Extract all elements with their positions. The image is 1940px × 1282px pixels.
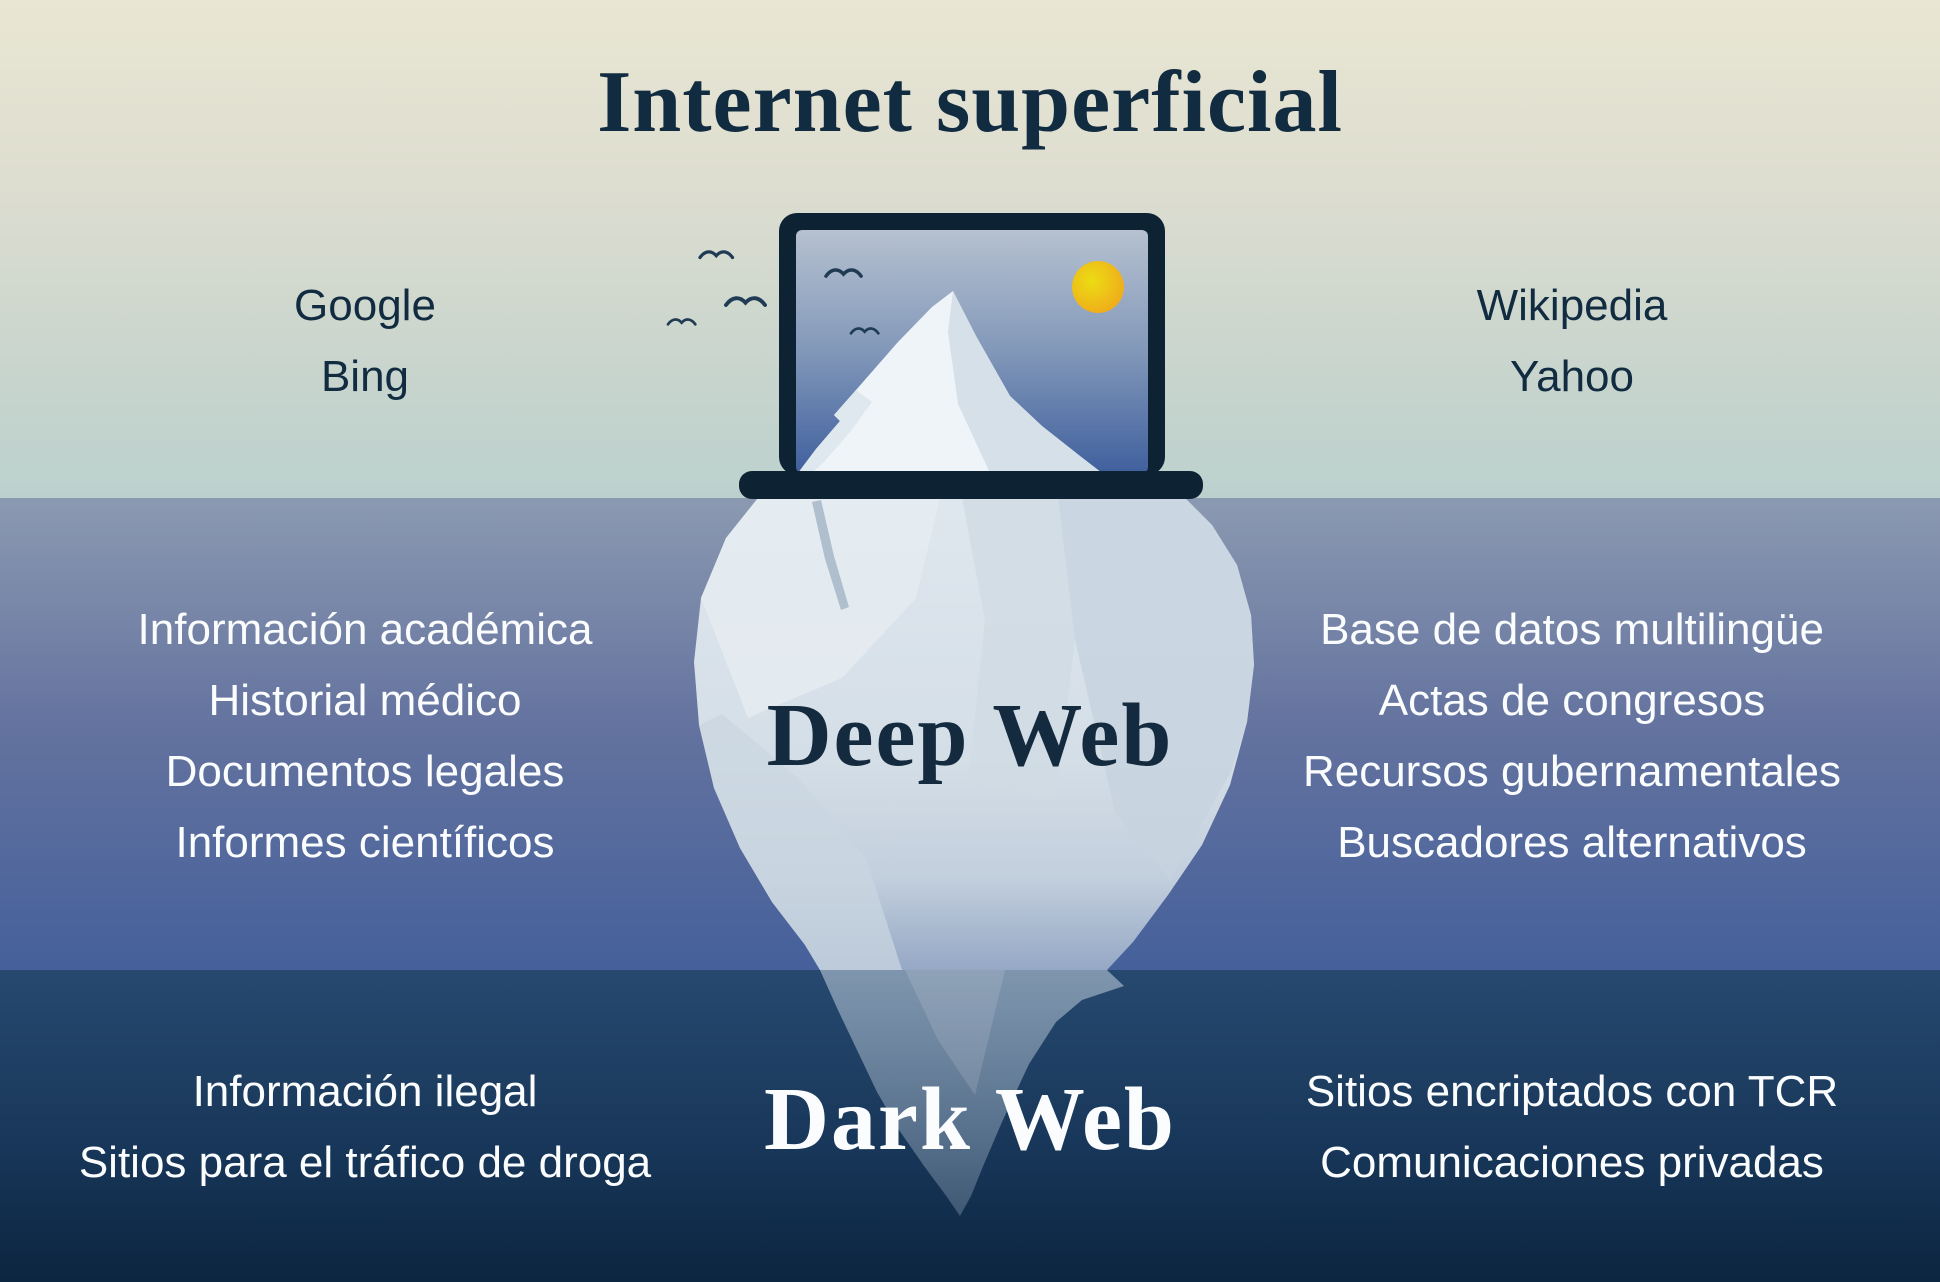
surface-right-item: Yahoo <box>1510 352 1634 401</box>
surface-right-item: Wikipedia <box>1476 281 1668 330</box>
surface-right-list: Wikipedia Yahoo <box>1262 270 1882 412</box>
laptop-illustration <box>739 213 1203 499</box>
dark-right-item: Comunicaciones privadas <box>1320 1138 1824 1187</box>
iceberg-underwater <box>694 498 1254 1216</box>
dark-left-item: Sitios para el tráfico de droga <box>78 1138 652 1187</box>
iceberg-tip <box>798 291 1102 473</box>
deep-left-item: Historial médico <box>208 676 522 725</box>
deep-right-item: Buscadores alternativos <box>1337 818 1807 867</box>
dark-left-item: Información ilegal <box>192 1067 538 1116</box>
deep-right-item: Base de datos multilingüe <box>1320 605 1824 654</box>
deep-right-list: Base de datos multilingüe Actas de congr… <box>1262 594 1882 878</box>
deep-web-label: Deep Web <box>766 686 1174 785</box>
deep-left-item: Informes científicos <box>175 818 555 867</box>
deep-right-item: Actas de congresos <box>1378 676 1766 725</box>
deep-left-list: Información académica Historial médico D… <box>55 594 675 878</box>
deep-left-item: Documentos legales <box>165 747 565 796</box>
surface-left-list: Google Bing <box>55 270 675 412</box>
dark-web-label: Dark Web <box>764 1070 1176 1169</box>
bird-icon <box>666 250 767 326</box>
dark-left-list: Información ilegal Sitios para el tráfic… <box>55 1056 675 1198</box>
surface-left-item: Google <box>294 281 436 330</box>
dark-right-item: Sitios encriptados con TCR <box>1305 1067 1839 1116</box>
laptop-base <box>739 471 1203 499</box>
sun-icon <box>1072 261 1124 313</box>
page-title: Internet superficial <box>597 54 1343 151</box>
deep-left-item: Información académica <box>137 605 593 654</box>
surface-left-item: Bing <box>320 352 410 401</box>
dark-right-list: Sitios encriptados con TCR Comunicacione… <box>1262 1056 1882 1198</box>
deep-right-item: Recursos gubernamentales <box>1302 747 1842 796</box>
